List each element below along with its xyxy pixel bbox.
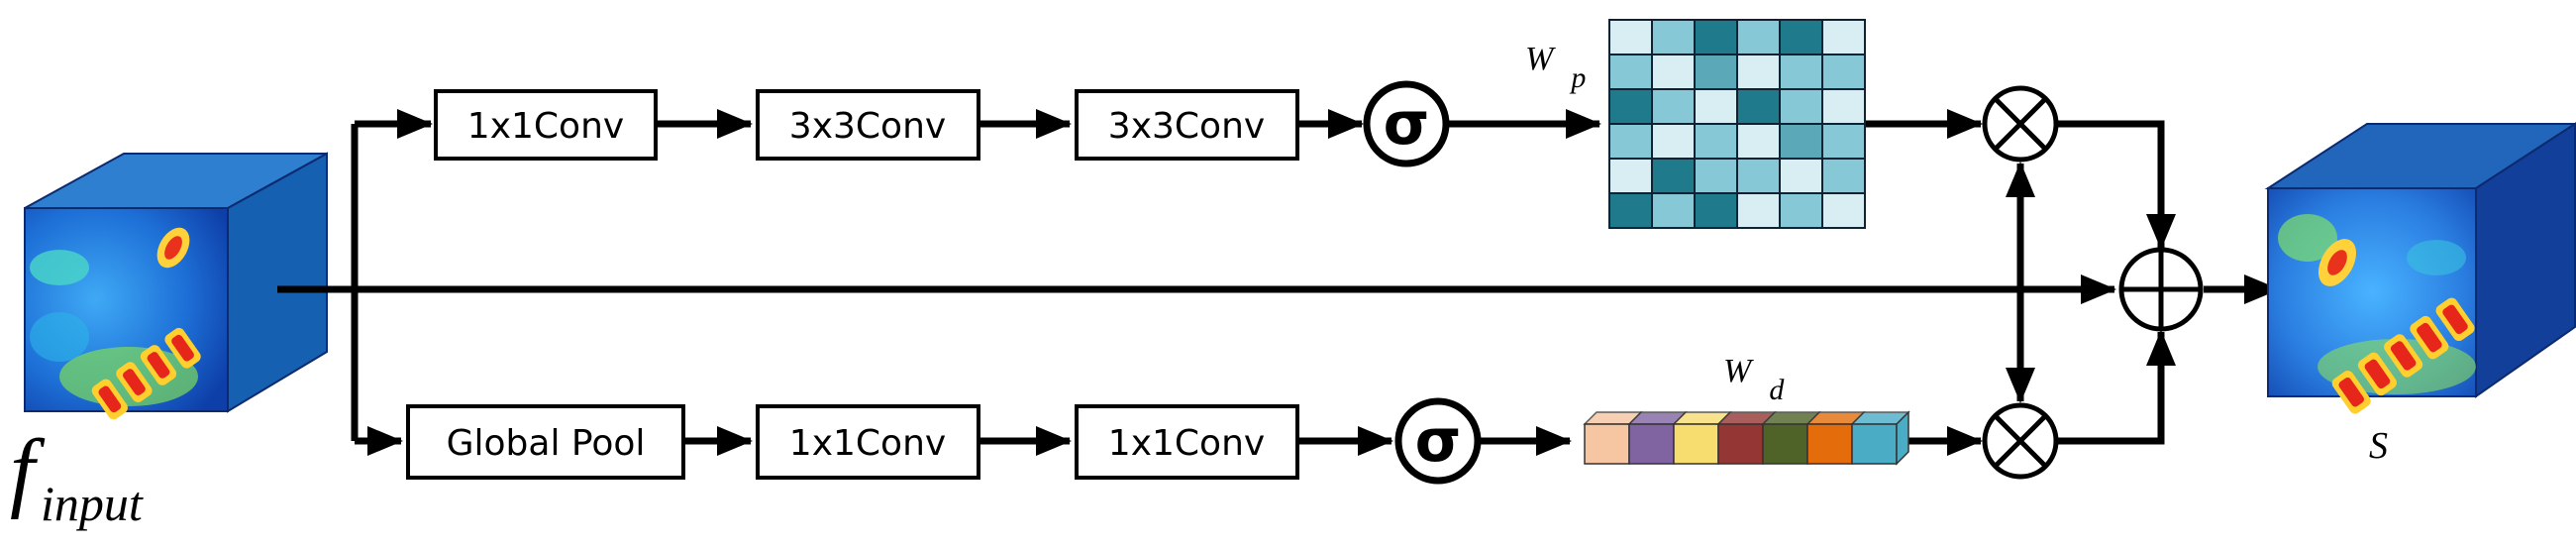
wp-cell (1821, 192, 1866, 229)
top-conv-box-1: 1x1Conv (434, 89, 658, 161)
wp-weight-grid (1608, 19, 1866, 229)
top-sigmoid: σ (1363, 80, 1450, 167)
output-heatmap-spots (2278, 214, 2476, 414)
input-heatmap-spots (30, 227, 201, 420)
wp-cell (1821, 19, 1866, 55)
wp-cell (1608, 19, 1653, 55)
wp-cell (1736, 158, 1781, 194)
wp-cell (1651, 192, 1696, 229)
bottom-branch: Global Pool 1x1Conv 1x1Conv σ Wd (406, 353, 1910, 485)
wp-cell (1736, 192, 1781, 229)
top-conv-label-3: 3x3Conv (1108, 106, 1265, 147)
wd-cell (1628, 423, 1675, 465)
top-conv-box-3: 3x3Conv (1075, 89, 1299, 161)
input-label-subscript: input (41, 476, 144, 531)
wp-cell (1651, 54, 1696, 90)
wp-cell (1779, 123, 1823, 160)
multiply-top (1982, 85, 2059, 163)
wp-cell (1779, 54, 1823, 90)
wd-vector-side (1896, 410, 1909, 466)
wp-cell (1651, 158, 1696, 194)
multiply-bottom (1982, 402, 2059, 480)
add-operator (2118, 247, 2204, 332)
output-feature-cube (2264, 122, 2576, 414)
wp-cell (1694, 123, 1738, 160)
wp-cell (1608, 123, 1653, 160)
wp-cell (1736, 123, 1781, 160)
wp-cell (1821, 54, 1866, 90)
wp-cell (1651, 88, 1696, 125)
top-conv-box-2: 3x3Conv (756, 89, 980, 161)
wd-cell (1851, 423, 1898, 465)
wp-cell (1694, 54, 1738, 90)
wp-cell (1608, 54, 1653, 90)
bottom-sigma-symbol: σ (1415, 406, 1462, 476)
wp-cell (1608, 88, 1653, 125)
wp-cell (1779, 158, 1823, 194)
wp-cell (1779, 88, 1823, 125)
wd-cell (1806, 423, 1853, 465)
wp-cell (1608, 192, 1653, 229)
global-pool-label: Global Pool (447, 423, 646, 464)
wp-cell (1694, 192, 1738, 229)
connections (277, 109, 2280, 456)
wd-cell (1762, 423, 1808, 465)
wp-cell (1651, 19, 1696, 55)
wp-cell (1779, 192, 1823, 229)
bottom-conv-label-2: 1x1Conv (1108, 423, 1265, 464)
wd-cell (1584, 423, 1630, 465)
wd-label: Wd (1723, 353, 1785, 406)
wd-cell (1673, 423, 1719, 465)
wp-label: Wp (1525, 41, 1586, 94)
bottom-conv-box-1: 1x1Conv (756, 404, 980, 480)
global-pool-box: Global Pool (406, 404, 685, 480)
wd-weight-vector (1583, 410, 1910, 466)
wp-cell (1736, 88, 1781, 125)
wp-cell (1821, 158, 1866, 194)
input-feature-cube (24, 152, 328, 420)
bottom-conv-box-2: 1x1Conv (1075, 404, 1299, 480)
wp-cell (1694, 19, 1738, 55)
wp-cell (1694, 88, 1738, 125)
output-label: S (2369, 425, 2388, 467)
wd-cell (1717, 423, 1764, 465)
top-conv-label-1: 1x1Conv (467, 106, 624, 147)
wp-cell (1651, 123, 1696, 160)
wp-cell (1821, 123, 1866, 160)
bottom-conv-label-1: 1x1Conv (789, 423, 946, 464)
top-branch: 1x1Conv 3x3Conv 3x3Conv σ Wp (434, 19, 1866, 229)
bottom-sigmoid: σ (1394, 397, 1482, 485)
top-sigma-symbol: σ (1384, 89, 1430, 159)
wp-cell (1736, 19, 1781, 55)
wp-cell (1694, 158, 1738, 194)
wp-cell (1779, 19, 1823, 55)
top-conv-label-2: 3x3Conv (789, 106, 946, 147)
wp-cell (1608, 158, 1653, 194)
wp-cell (1821, 88, 1866, 125)
wp-cell (1736, 54, 1781, 90)
